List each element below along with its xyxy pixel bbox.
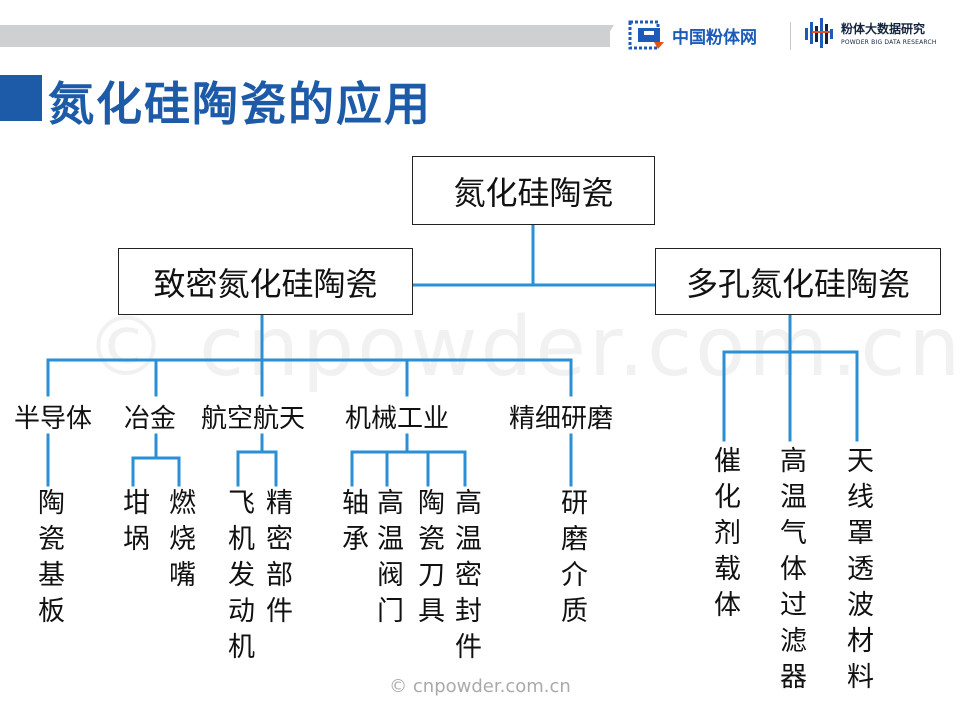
- item-ceramic-substrate: 陶瓷基板: [33, 488, 64, 632]
- item-gas-filter: 高温气体过滤器: [775, 446, 806, 698]
- powder-data-logo-cn: 粉体大数据研究: [841, 22, 926, 36]
- cnpowder-logo-text: 中国粉体网: [672, 27, 757, 48]
- item-high-temp-seal: 高温密封件: [450, 488, 481, 668]
- item-crucible: 坩埚: [118, 488, 149, 560]
- category-machinery: 机械工业: [345, 404, 450, 434]
- powder-data-logo: 粉体大数据研究 POWDER BIG DATA RESEARCH: [804, 16, 937, 50]
- header-bar: [0, 25, 610, 47]
- header-bar-tip: [600, 25, 614, 47]
- category-semiconductor: 半导体: [14, 404, 93, 434]
- category-fine-grinding: 精细研磨: [509, 404, 614, 434]
- dense-branch-node: 致密氮化硅陶瓷: [118, 248, 413, 315]
- background-watermark: © cnpowder.com.cn: [85, 300, 960, 395]
- title-marker: [0, 75, 42, 121]
- footer-watermark: © cnpowder.com.cn: [389, 676, 571, 697]
- cnpowder-logo: 中国粉体网: [628, 18, 757, 52]
- item-catalyst-carrier: 催化剂载体: [709, 446, 740, 626]
- category-metallurgy: 冶金: [124, 404, 177, 434]
- item-burner-nozzle: 燃烧嘴: [164, 488, 195, 596]
- category-aerospace: 航空航天: [201, 404, 306, 434]
- powder-data-logo-icon: [805, 18, 833, 48]
- powder-data-logo-en: POWDER BIG DATA RESEARCH: [841, 39, 937, 46]
- item-bearing: 轴承: [337, 488, 368, 560]
- cnpowder-logo-icon: [628, 20, 664, 50]
- root-node: 氮化硅陶瓷: [412, 156, 655, 225]
- item-radome-material: 天线罩透波材料: [842, 446, 873, 698]
- item-ceramic-cutter: 陶瓷刀具: [413, 488, 444, 632]
- page-title: 氮化硅陶瓷的应用: [48, 77, 432, 131]
- logo-separator: [790, 22, 791, 50]
- porous-branch-node: 多孔氮化硅陶瓷: [655, 248, 941, 315]
- item-high-temp-valve: 高温阀门: [372, 488, 403, 632]
- item-grinding-media: 研磨介质: [556, 488, 587, 632]
- item-aircraft-engine: 飞机发动机: [223, 488, 254, 668]
- item-precision-parts: 精密部件: [261, 488, 292, 632]
